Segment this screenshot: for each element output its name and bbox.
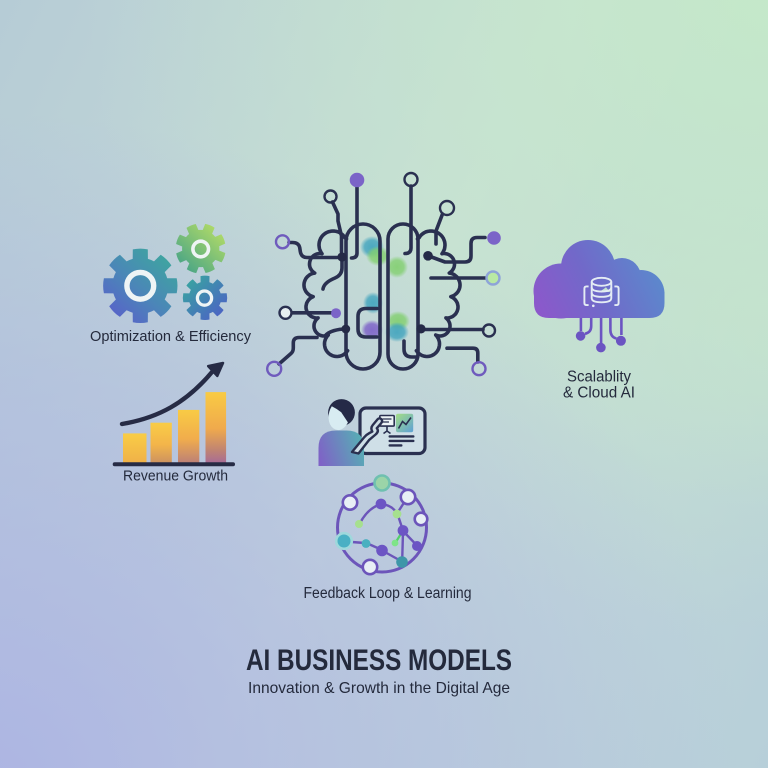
svg-text:Feedback Loop & Learning: Feedback Loop & Learning — [304, 585, 472, 602]
svg-text:Scalablity: Scalablity — [567, 369, 631, 386]
svg-text:& Cloud AI: & Cloud AI — [563, 385, 635, 402]
svg-text:Optimization & Efficiency: Optimization & Efficiency — [90, 328, 251, 345]
svg-text:Innovation & Growth in the Dig: Innovation & Growth in the Digital Age — [248, 680, 510, 697]
svg-text:Revenue Growth: Revenue Growth — [123, 468, 228, 485]
svg-text:AI BUSINESS MODELS: AI BUSINESS MODELS — [246, 644, 512, 677]
